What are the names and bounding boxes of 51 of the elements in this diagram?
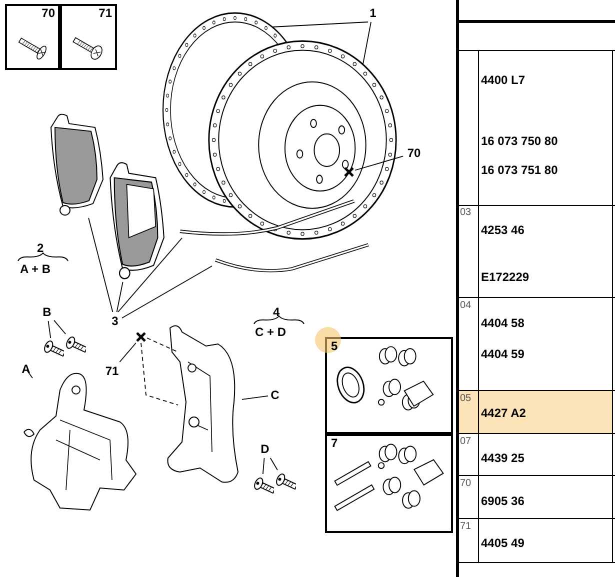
leader-line: [122, 266, 212, 318]
callout-number: 71: [105, 364, 119, 378]
part-number: E172229: [481, 270, 530, 284]
callout-number: D: [260, 442, 270, 456]
part-number: 4439 25: [481, 451, 524, 465]
inset-box: [60, 4, 117, 70]
leader-line: [119, 342, 136, 362]
callout-number: 3: [112, 314, 118, 328]
inset-box: [5, 4, 60, 70]
leader-line: [118, 238, 182, 312]
leader-line: [54, 320, 66, 334]
part-number: 4404 59: [481, 347, 524, 361]
part-number: 4400 L7: [481, 73, 526, 87]
callout-number: 7: [331, 436, 338, 450]
callout-number: B: [42, 305, 52, 319]
part-number: 4404 58: [481, 316, 524, 330]
callout-label: 4: [273, 305, 280, 319]
part-number: 16 073 750 80: [481, 134, 558, 148]
leader-line: [88, 218, 114, 312]
row-code: 03: [460, 207, 472, 219]
part-number: 4427 A2: [481, 406, 526, 420]
leader-line: [262, 458, 265, 474]
leader-line: [272, 22, 368, 28]
callout-number: 71: [98, 6, 112, 20]
callout-number: 5: [331, 339, 338, 353]
leader-line: [354, 156, 404, 171]
leader-line: [242, 396, 268, 400]
part-number: 4253 46: [481, 223, 524, 237]
leader-line: [362, 22, 372, 64]
row-code: 04: [460, 300, 472, 312]
callout-label: C + D: [255, 325, 286, 339]
callout-number: C: [270, 388, 280, 402]
part-number: 4405 49: [481, 536, 524, 550]
row-code: 07: [460, 436, 472, 448]
row-code: 71: [460, 521, 472, 533]
leader-line: [116, 282, 124, 312]
part-number: 16 073 751 80: [481, 163, 558, 177]
callout-number: 70: [42, 6, 55, 20]
callout-number: 1: [370, 6, 376, 20]
part-number: 6905 36: [481, 494, 524, 508]
callout-label: A + B: [20, 262, 51, 276]
dashed-guide-line: [140, 342, 178, 406]
leader-line: [270, 458, 278, 470]
leader-line: [48, 320, 52, 338]
callout-number: 70: [407, 146, 421, 160]
row-code: 05: [460, 393, 472, 405]
callout-label: 2: [37, 241, 44, 255]
callout-number: A: [22, 362, 30, 376]
dashed-guide-line: [146, 338, 178, 352]
row-code: 70: [460, 478, 472, 490]
leader-line: [26, 370, 33, 378]
